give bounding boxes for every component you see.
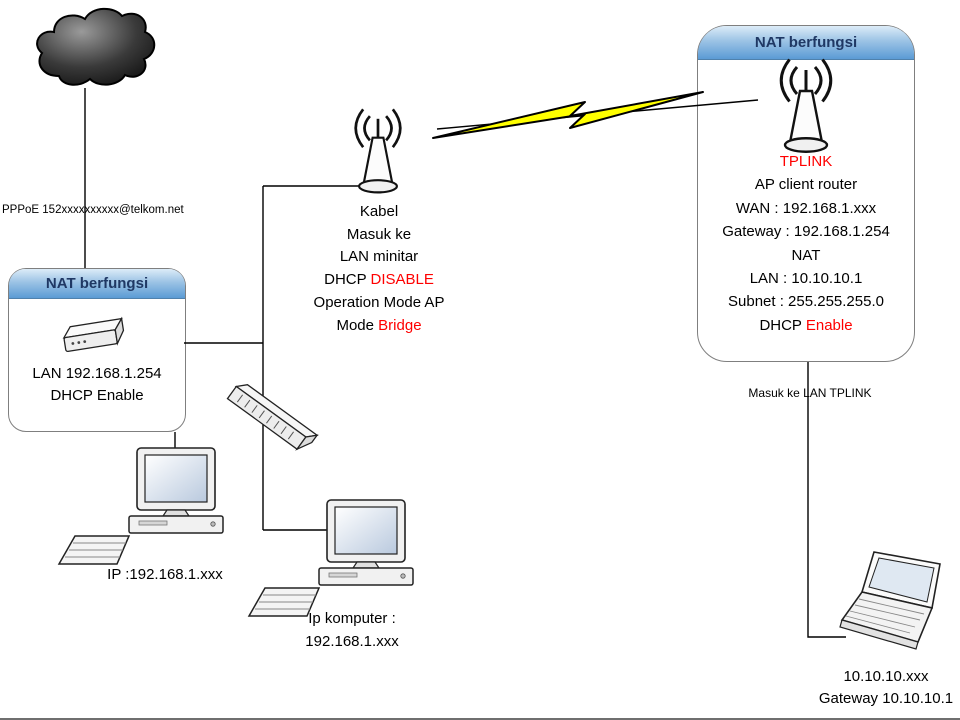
tplink-gateway-label: Gateway : 192.168.1.254 [722,223,890,241]
ap-config-mode-line: Mode Bridge [278,315,480,338]
desktop-pc1-icon [58,447,224,565]
ap-mode-value: Bridge [378,316,422,334]
ap-bridge-config-block: Kabel Masuk ke LAN minitar DHCP DISABLE … [278,201,480,337]
tplink-dhcp-prefix: DHCP [759,316,806,334]
laptop-ip-label: 10.10.10.xxx Gateway 10.10.10.1 [786,666,960,710]
tplink-lan-note: Masuk ke LAN TPLINK [748,386,872,400]
tplink-nat-label: NAT [791,246,821,264]
ap-mode-prefix: Mode [336,316,379,334]
lightning-bolt-icon [432,91,704,139]
tplink-box-title: NAT berfungsi [698,26,914,60]
ap-config-line3: LAN minitar [339,248,419,266]
tplink-nat-box: NAT berfungsi TPLINK AP client router WA… [697,25,915,362]
laptop-ip-line1: 10.10.10.xxx [843,668,929,685]
tplink-box-body: TPLINK AP client router WAN : 192.168.1.… [698,150,914,337]
ap-bridge-antenna-icon [354,107,402,194]
ap-config-line1: Kabel [359,203,399,220]
ap-config-line2: Masuk ke [346,225,412,243]
modem-box-body: LAN 192.168.1.254 DHCP Enable [9,363,185,407]
ap-dhcp-value: DISABLE [370,271,434,289]
ap-config-line5: Operation Mode AP [313,293,445,311]
laptop-ip-line2: Gateway 10.10.10.1 [818,690,954,707]
slide-bottom-edge [0,718,960,720]
tplink-dhcp-label: DHCP Enable [698,314,914,337]
tplink-lan-label: LAN : 10.10.10.1 [749,270,863,288]
modem-dhcp-label: DHCP Enable [50,387,144,404]
ap-dhcp-prefix: DHCP [324,271,371,289]
internet-cloud-icon [36,7,156,86]
modem-lan-label: LAN 192.168.1.254 [32,365,162,382]
ap-config-dhcp-line: DHCP DISABLE [278,269,480,292]
laptop-icon [839,551,941,650]
tplink-dhcp-value: Enable [805,316,853,334]
wire-tplink-to-laptop [807,362,846,638]
pc2-ip-label: Ip komputer : 192.168.1.xxx [252,607,452,653]
pc2-ip-line1: Ip komputer : [308,610,396,627]
pc2-ip-line2: 192.168.1.xxx [305,633,399,650]
tplink-mode-label: AP client router [754,176,858,194]
lan-switch-icon [226,379,318,455]
pppoe-account-label: PPPoE 152xxxxxxxxxx@telkom.net [2,204,184,216]
tplink-wan-label: WAN : 192.168.1.xxx [735,199,877,217]
desktop-pc2-icon [248,499,414,617]
modem-nat-box: NAT berfungsi LAN 192.168.1.254 DHCP Ena… [8,268,186,432]
pc1-ip-label: IP :192.168.1.xxx [107,566,223,583]
tplink-brand-label: TPLINK [779,153,833,170]
tplink-subnet-label: Subnet : 255.255.255.0 [728,293,884,311]
modem-box-title: NAT berfungsi [9,269,185,299]
